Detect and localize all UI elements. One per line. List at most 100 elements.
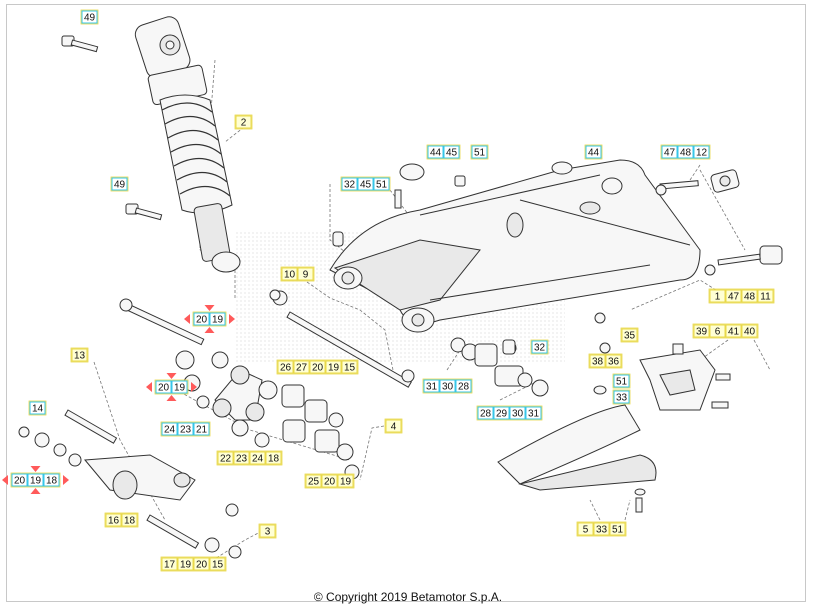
callout-14: 14 — [28, 400, 47, 416]
callout-cell — [585, 145, 602, 159]
callout-cell — [589, 354, 606, 368]
callout-label: 21 — [196, 425, 208, 436]
bolt-49-mid — [125, 203, 163, 221]
callout-frame — [160, 556, 227, 572]
callout-cell — [709, 289, 726, 303]
callout-frame — [192, 311, 227, 327]
callout-label: 30 — [442, 382, 454, 393]
callout-32-mid: 32 — [530, 339, 549, 355]
callout-label: 33 — [616, 393, 628, 404]
callout-label: 3 — [265, 527, 271, 538]
bolt-49-top — [61, 35, 99, 53]
callout-frame — [340, 176, 391, 192]
callout-label: 20 — [324, 477, 336, 488]
callout-cell — [111, 177, 128, 191]
callout-cell — [471, 145, 488, 159]
callout-cell — [605, 354, 622, 368]
callout-label: 19 — [328, 363, 340, 374]
callout-cell — [259, 524, 276, 538]
callout-label: 27 — [296, 363, 308, 374]
callout-cell — [177, 422, 194, 436]
callout-cell — [613, 374, 630, 388]
callout-cell — [725, 289, 742, 303]
callout-cell — [155, 380, 172, 394]
callout-49-top: 49 — [80, 9, 99, 25]
callout-label: 12 — [696, 148, 708, 159]
callout-cell — [217, 451, 234, 465]
callout-33-mid: 33 — [612, 389, 631, 405]
callout-cell — [341, 177, 358, 191]
callout-label: 26 — [280, 363, 292, 374]
callout-49-mid: 49 — [110, 176, 129, 192]
callout-frame — [576, 521, 627, 537]
callout-label: 20 — [196, 315, 208, 326]
callout-label: 51 — [474, 148, 486, 159]
callout-cell — [593, 522, 610, 536]
callout-frame — [476, 405, 543, 421]
grease-marker-icon — [166, 373, 177, 379]
callout-label: 30 — [512, 409, 524, 420]
callout-2: 2 — [234, 114, 253, 130]
callout-label: 25 — [308, 477, 320, 488]
callout-label: 6 — [715, 327, 721, 338]
callout-cell — [325, 360, 342, 374]
callout-label: 48 — [680, 148, 692, 159]
callout-cell — [337, 474, 354, 488]
callout-label: 19 — [180, 560, 192, 571]
grease-marker-icon — [30, 488, 41, 494]
callout-cell — [357, 177, 374, 191]
small-parts-top — [332, 161, 623, 355]
callout-cell — [693, 324, 710, 338]
callout-label: 19 — [340, 477, 352, 488]
callout-cell — [209, 312, 226, 326]
pivot-axle — [272, 290, 415, 388]
callout-label: 19 — [30, 476, 42, 487]
callout-frame — [660, 144, 711, 160]
linkage-rod — [18, 409, 242, 559]
grease-marker-icon — [2, 475, 8, 485]
callout-51-top: 51 — [470, 144, 489, 160]
callout-frame — [304, 473, 355, 489]
grease-marker-icon — [184, 314, 190, 324]
callout-label: 45 — [360, 180, 372, 191]
callout-frame — [80, 9, 99, 25]
callout-label: 20 — [158, 383, 170, 394]
grease-marker-icon — [146, 382, 152, 392]
callout-label: 24 — [164, 425, 176, 436]
callout-frame — [154, 379, 189, 395]
callout-cell — [305, 474, 322, 488]
callout-frame — [258, 523, 277, 539]
callout-frame — [70, 347, 89, 363]
callout-label: 15 — [344, 363, 356, 374]
callout-frame — [584, 144, 603, 160]
callout-label: 44 — [588, 148, 600, 159]
callout-label: 51 — [612, 525, 624, 536]
callout-cell — [193, 312, 210, 326]
bolt-13 — [119, 298, 205, 346]
callout-label: 36 — [608, 357, 620, 368]
callout-cell — [233, 451, 250, 465]
callout-label: 20 — [196, 560, 208, 571]
callout-cell — [509, 406, 526, 420]
callout-cell — [525, 406, 542, 420]
callout-cell — [577, 522, 594, 536]
callout-frame — [612, 389, 631, 405]
callout-label: 44 — [430, 148, 442, 159]
callout-35: 35 — [620, 327, 639, 343]
callout-label: 31 — [426, 382, 438, 393]
callout-label: 35 — [624, 331, 636, 342]
bearings-right — [450, 337, 549, 397]
chain-guide — [639, 343, 731, 411]
callout-cell — [105, 513, 122, 527]
callout-frame — [234, 114, 253, 130]
callout-label: 24 — [252, 454, 264, 465]
